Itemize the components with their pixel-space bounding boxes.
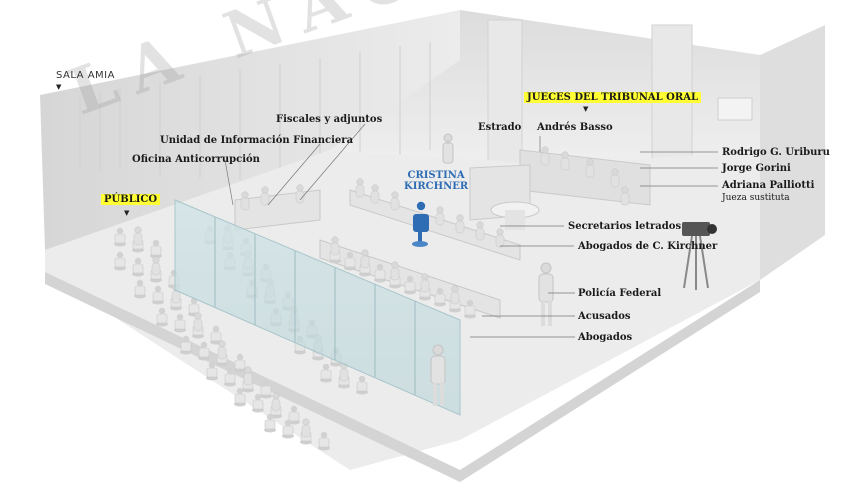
label-acusados: Acusados: [578, 311, 631, 322]
label-public: PÚBLICO: [101, 194, 161, 206]
glass-frames: [214, 217, 416, 395]
round-table-base: [505, 210, 525, 230]
label-gorini: Jorge Gorini: [722, 163, 791, 174]
label-cristina-line1: CRISTINA: [407, 170, 465, 181]
label-uriburu: Rodrigo G. Uriburu: [722, 147, 830, 158]
label-andres-basso: Andrés Basso: [537, 122, 613, 133]
floor-base: [45, 272, 760, 482]
label-abogados-kirchner: Abogados de C. Kirchner: [578, 241, 718, 252]
left-wall: [40, 10, 460, 255]
glass-partition: [174, 199, 461, 416]
label-palliotti-role: Jueza sustituta: [722, 193, 790, 203]
wall-screen: [717, 97, 753, 121]
column-left: [487, 19, 523, 166]
label-estrado: Estrado: [478, 122, 522, 133]
label-cristina-kirchner: CRISTINA KIRCHNER: [404, 170, 468, 192]
label-secretarios: Secretarios letrados: [568, 221, 682, 232]
tv-camera: [682, 222, 717, 290]
label-oficina-anticorrupcion: Oficina Anticorrupción: [132, 154, 260, 165]
cristina-kirchner-figure: [412, 201, 429, 247]
police-figure: [538, 262, 554, 326]
label-palliotti: Adriana Palliotti: [722, 180, 815, 191]
room-name-arrow-icon: ▼: [56, 83, 62, 91]
label-unidad-informacion-financiera: Unidad de Información Financiera: [160, 135, 354, 146]
jueces-arrow-icon: ▼: [583, 105, 589, 113]
leader-lines: [224, 123, 718, 338]
label-abogados: Abogados: [578, 332, 633, 343]
standing-figure-back: [442, 133, 454, 164]
label-policia: Policía Federal: [578, 288, 662, 299]
room-name: SALA AMIA: [56, 70, 115, 81]
right-wall: [760, 25, 825, 280]
public-arrow-icon: ▼: [124, 209, 130, 217]
label-cristina-line2: KIRCHNER: [404, 181, 469, 192]
label-fiscales: Fiscales y adjuntos: [276, 114, 383, 125]
label-jueces: JUECES DEL TRIBUNAL ORAL: [524, 92, 701, 104]
curtains: [79, 42, 431, 180]
standing-figure-front: [430, 344, 446, 406]
